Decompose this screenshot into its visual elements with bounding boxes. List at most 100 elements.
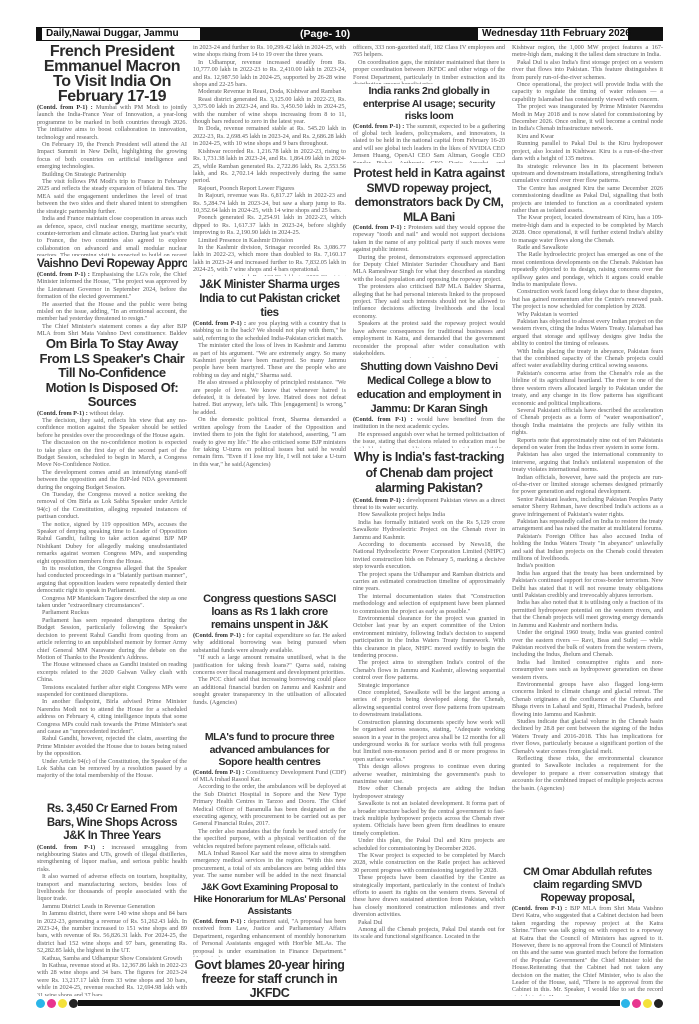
paragraph: officers, 333 non-gazetted staff, 182 Cl… — [353, 44, 505, 59]
continued-from-label: (Contd. from P-1) : — [512, 905, 568, 912]
paragraph-text: This design allows progress to continue … — [353, 763, 505, 785]
magenta-dot-icon — [47, 998, 56, 1008]
paragraph-text: India had limited consumptive rights and… — [512, 658, 663, 681]
headline: India ranks 2nd globally in enterprise A… — [362, 85, 496, 122]
paragraph: India has also noted that it is utilisin… — [512, 599, 663, 629]
paragraph-text: Pakal Dul — [358, 918, 383, 926]
continued-from-label: (Contd. from P-1) : — [37, 843, 105, 851]
paragraph: This design allows progress to continue … — [353, 763, 505, 785]
paragraph-text: In Doda, revenue remained stable at Rs. … — [193, 125, 346, 148]
paragraph: Limited Presence in Kashmir Division — [193, 237, 346, 244]
paragraph: Kiru and Kwar — [512, 133, 663, 140]
paragraph-text: Kathua, Samba and Udhampur Show Consiste… — [42, 954, 183, 962]
paragraph-text: Pakistan has also urged the internationa… — [512, 451, 663, 474]
paragraph: Pakal Dul is also India's first storage … — [512, 59, 663, 81]
paragraph-text: The project spans the Udhampur and Ramba… — [353, 570, 505, 593]
paragraph: The order also mandates that the funds b… — [193, 828, 346, 850]
continued-from-label: (Contd. from P-1) : — [37, 104, 93, 111]
paragraph-text: Tensions escalated further after eight C… — [37, 683, 187, 698]
paragraph: Tensions escalated further after eight C… — [37, 684, 187, 699]
continued-from-label: (Contd. from P-1) : — [193, 768, 245, 776]
paragraph-text: Parliament has seen repeated disruptions… — [37, 616, 187, 661]
paragraph-text: Construction planning documents specify … — [353, 718, 505, 763]
continued-from-label: (Contd. from P-1) : — [193, 320, 247, 327]
paragraph: (Contd. from P-1) : increased smuggling … — [37, 844, 187, 874]
article-body: in 2023-24 and further to Rs. 10,299.42 … — [193, 44, 346, 276]
paragraph: Ratle and Sawalkote — [512, 244, 663, 251]
paragraph: The decision, they said, reflects his vi… — [37, 417, 187, 439]
paragraph-text: On coordination gaps, the minister maint… — [353, 58, 505, 84]
article-body: (Contd. from P-1) : Emphasising the LG's… — [37, 271, 187, 335]
paragraph-text: The Centre has assigned Kiru the same De… — [512, 184, 663, 214]
paragraph: Kishtwar region, the 1,000 MW project fe… — [512, 44, 663, 59]
paragraph: Under Article 94(c) of the Constitution,… — [37, 758, 187, 780]
headline: Govt blames 20-year hiring freeze for st… — [194, 958, 345, 999]
article-body: (Contd. from P-1) : Constituency Develop… — [193, 769, 346, 881]
paragraph: (Contd. from P-1) : for capital expendit… — [193, 632, 346, 654]
paragraph-text: Pakal Dul is also India's first storage … — [512, 58, 663, 81]
article-pakistan-cricket: J&K Minister Sharma urges India to cut P… — [193, 278, 346, 591]
paragraph-text: Rajouri, Poonch Report Lower Figures — [198, 184, 295, 192]
article-chenab-dam-continued: Kishtwar region, the 1,000 MW project fe… — [512, 44, 663, 864]
paragraph: (Contd. from P-1) : without delay. — [37, 410, 187, 417]
magenta-dot-icon — [632, 998, 641, 1008]
paragraph: He also stressed a philosophy of princip… — [193, 379, 346, 416]
paragraph: Senior Pakistani leaders, including Paki… — [512, 496, 663, 518]
paragraph: These projects have been classified by t… — [353, 874, 505, 918]
paragraph-text: Emphasising the LG's role, the Chief Min… — [37, 271, 187, 301]
continued-from-label: (Contd. from P-1) : — [37, 271, 90, 278]
paragraph-text: India and France maintain close cooperat… — [37, 215, 187, 256]
paragraph-text: Pakistan's Foreign Office has also accus… — [512, 532, 663, 563]
paragraph: India has formally initiated work on the… — [353, 519, 505, 541]
paragraph: Jammu District Leads in Revenue Generati… — [37, 903, 187, 910]
article-body: (Contd. from P-1) : department said, "A … — [193, 918, 346, 957]
article-liquor-revenue-continued: in 2023-24 and further to Rs. 10,299.42 … — [193, 44, 346, 276]
page-header-bar: Daily,Nawai Duggar, Jammu (Page- 10) Wed… — [36, 27, 663, 41]
yellow-dot-icon — [643, 998, 652, 1008]
paragraph: Studies indicate that glacial volume in … — [512, 718, 663, 755]
paragraph: Under this plan, the Pakal Dul and Kiru … — [353, 837, 505, 852]
paragraph-text: The order also mandates that the funds b… — [193, 827, 346, 850]
paragraph-text: During the protest, demonstrators expres… — [353, 253, 505, 283]
paragraph-text: officers, 333 non-gazetted staff, 182 Cl… — [353, 44, 505, 59]
paragraph: On February 19, the French President wil… — [37, 141, 187, 171]
paragraph: In Udhampur, revenue increased steadily … — [193, 59, 346, 89]
paragraph: Pakistan has objected to almost every In… — [512, 318, 663, 348]
paragraph: The project aims to strengthen India's c… — [353, 659, 505, 681]
article-liquor-revenue: Rs. 3,450 Cr Earned From Bars, Wine Shop… — [37, 803, 187, 996]
paragraph-text: Pakistan has repeatedly called on India … — [512, 518, 663, 533]
paragraph: The Kwar project is expected to be compl… — [353, 852, 505, 874]
paragraph-text: The project was inaugurated by Prime Min… — [512, 103, 663, 133]
paragraph-text: The PCC chief said that increasing borro… — [193, 676, 346, 706]
paragraph-text: Once completed, Sawalkote will be the la… — [353, 689, 505, 719]
paragraph-text: Poonch generated Rs. 2,254.91 lakh in 20… — [193, 214, 346, 237]
paragraph-text: The project aims to strengthen India's c… — [353, 659, 505, 682]
paragraph: Its strategic relevance lies in its plac… — [512, 163, 663, 185]
paragraph: The notice, signed by 119 opposition MPs… — [37, 521, 187, 565]
paragraph-text: How other Chenab projects are aiding the… — [353, 785, 505, 800]
paragraph: Congress MP Manickam Tagore described th… — [37, 595, 187, 610]
paragraph: The project spans the Udhampur and Ramba… — [353, 571, 505, 593]
paragraph: Moderate Revenue in Reasi, Doda, Kishtwa… — [193, 88, 346, 95]
article-body: (Contd. from P-1) : increased smuggling … — [37, 844, 187, 997]
paragraph-text: Constituency Development Fund (CDF) of M… — [193, 768, 346, 783]
paragraph-text: In Udhampur, revenue increased steadily … — [193, 58, 346, 89]
article-india-ai-ranking: India ranks 2nd globally in enterprise A… — [353, 85, 505, 163]
paragraph: How other Chenab projects are aiding the… — [353, 785, 505, 800]
paragraph-text: According to the order, the ambulances w… — [193, 783, 346, 828]
paragraph: Pakistan has repeatedly called on India … — [512, 518, 663, 533]
headline: J&K Minister Sharma urges India to cut P… — [199, 279, 340, 319]
paragraph-text: Parliament Ruckus — [42, 609, 89, 617]
paragraph: (Contd. from P-1) : are you playing with… — [193, 320, 346, 342]
paragraph: in 2023-24 and further to Rs. 10,299.42 … — [193, 44, 346, 59]
paragraph: According to documents accessed by News1… — [353, 541, 505, 571]
paragraph: Reflecting these risks, the environmenta… — [512, 755, 663, 792]
paragraph-text: Reports note that approximately nine out… — [512, 436, 663, 451]
paragraph: (Contd. from P-1) : The summit, expected… — [353, 123, 505, 164]
paragraph: In its resolution, the Congress alleged … — [37, 565, 187, 595]
paragraph-text: With India placing the treaty in abeyanc… — [512, 347, 663, 370]
paragraph: The protest remained peaceful, with orga… — [353, 357, 505, 358]
paragraph-text: Studies indicate that glacial volume in … — [512, 717, 663, 755]
black-dot-icon — [654, 998, 663, 1008]
headline: J&K Govt Examining Proposal to Hike Hono… — [193, 882, 346, 917]
